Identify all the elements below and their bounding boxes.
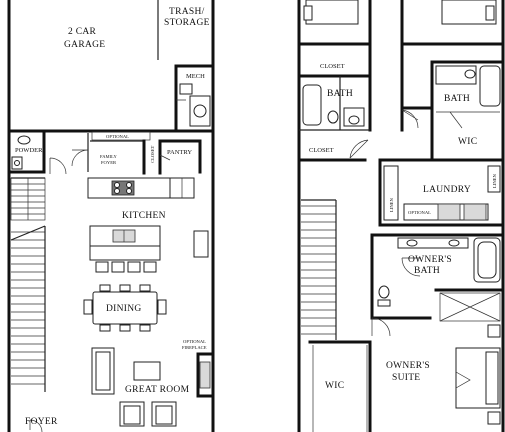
label-linen-right: LINEN [492, 174, 497, 188]
door-swings-main [29, 99, 186, 432]
left-bath-wall [299, 76, 370, 131]
upper-level-plan: CLOSET BATH CLOSET BATH WIC LAUNDRY LINE… [297, 0, 505, 432]
armchairs [119, 401, 177, 427]
owners-bath-walls [370, 233, 505, 320]
fireplace-bumpout [196, 352, 215, 398]
main-level-plan: 2 CAR GARAGE TRASH/ STORAGE MECH POWDER … [7, 0, 215, 432]
label-garage-line2: GARAGE [64, 40, 105, 50]
nightstand-bottom [487, 411, 501, 425]
label-wic-right: WIC [458, 137, 477, 147]
linen-right [487, 165, 501, 193]
label-mech: MECH [186, 73, 205, 80]
right-bathtub [479, 65, 501, 107]
label-closet-vertical: CLOSET [150, 145, 155, 163]
owners-toilet-tank [377, 299, 391, 307]
right-bath-door [401, 109, 419, 129]
owners-bath-door [401, 257, 421, 277]
label-family-line1: FAMILY [100, 154, 117, 159]
linen-left [383, 165, 399, 221]
owners-sink-left [406, 239, 418, 247]
sofa [91, 347, 115, 395]
powder-fixtures [11, 135, 31, 170]
label-dining: DINING [106, 304, 142, 314]
label-trash-line1: TRASH/ [169, 7, 205, 17]
owners-shower-cross [439, 292, 501, 322]
label-linen-left: LINEN [389, 198, 394, 212]
optional-bench-outline [91, 131, 151, 141]
mech-room-walls [174, 64, 215, 132]
label-closet-top: CLOSET [320, 63, 345, 70]
left-bathtub [302, 84, 322, 126]
coffee-table [133, 361, 161, 381]
owners-suite-walls [308, 340, 372, 432]
label-optional-fireplace-line1: OPTIONAL [183, 339, 206, 344]
label-powder: POWDER [15, 147, 43, 154]
owners-shower [439, 292, 501, 322]
label-owners-bath-line1: OWNER'S [408, 255, 452, 265]
hallway-walls [368, 0, 404, 132]
label-wic-lower: WIC [325, 381, 344, 391]
family-foyer-walls [87, 133, 144, 172]
label-foyer: FOYER [25, 417, 58, 427]
top-beds [303, 0, 497, 25]
fireplace [199, 361, 211, 389]
island-stools [95, 261, 157, 273]
label-family-line2: FOYER [101, 160, 117, 165]
label-laundry: LAUNDRY [423, 185, 471, 195]
label-kitchen: KITCHEN [122, 211, 166, 221]
kitchen-side-cabinet [193, 230, 209, 258]
right-bath-walls [400, 60, 505, 110]
left-toilet [327, 110, 339, 124]
label-owners-suite-line1: OWNER'S [386, 361, 430, 371]
laundry-walls [378, 158, 505, 227]
dining-chairs [83, 284, 167, 332]
pantry-walls [158, 139, 202, 174]
label-bath-right: BATH [444, 94, 470, 104]
washer-dryer [437, 203, 487, 221]
label-owners-bath-line2: BATH [414, 266, 440, 276]
stair-upper-level [301, 199, 337, 340]
suite-door [371, 317, 391, 337]
cooktop-burners [114, 182, 132, 194]
label-closet-left: CLOSET [309, 147, 334, 154]
left-closet-swing [349, 139, 369, 159]
mech-unit [179, 83, 193, 95]
right-vanity [435, 65, 477, 85]
right-wic-walls [430, 106, 505, 162]
label-optional-fireplace-line2: FIREPLACE [182, 345, 207, 350]
label-optional-bench: OPTIONAL [106, 134, 129, 139]
label-great-room: GREAT ROOM [125, 385, 190, 395]
left-sink [348, 115, 360, 125]
water-heater-tank [193, 104, 207, 118]
label-optional-laundry: OPTIONAL [408, 210, 431, 215]
label-owners-suite-line2: SUITE [392, 373, 420, 383]
owners-sink-right [448, 239, 460, 247]
stair-lower [10, 225, 46, 392]
label-bath-left: BATH [327, 89, 353, 99]
label-trash-line2: STORAGE [164, 18, 210, 28]
dining-table [92, 291, 158, 325]
right-wic-door [449, 111, 463, 129]
lower-wic-shelf [312, 345, 368, 432]
owners-tub-inner [477, 241, 497, 279]
nightstand-top [487, 324, 501, 338]
owners-toilet [378, 285, 390, 299]
owners-vanity [397, 237, 469, 249]
powder-room-walls [7, 131, 46, 174]
owners-bed-linens [455, 371, 471, 389]
closet-walls [142, 139, 162, 175]
stair-upper [10, 177, 46, 221]
island-overhang [89, 245, 161, 261]
main-level-outer-walls [7, 0, 215, 432]
owners-bed-pillows [485, 351, 499, 405]
label-garage-line1: 2 CAR [68, 27, 97, 37]
label-pantry: PANTRY [167, 149, 192, 156]
upper-level-outer-walls [297, 0, 505, 432]
right-sink [464, 69, 476, 79]
